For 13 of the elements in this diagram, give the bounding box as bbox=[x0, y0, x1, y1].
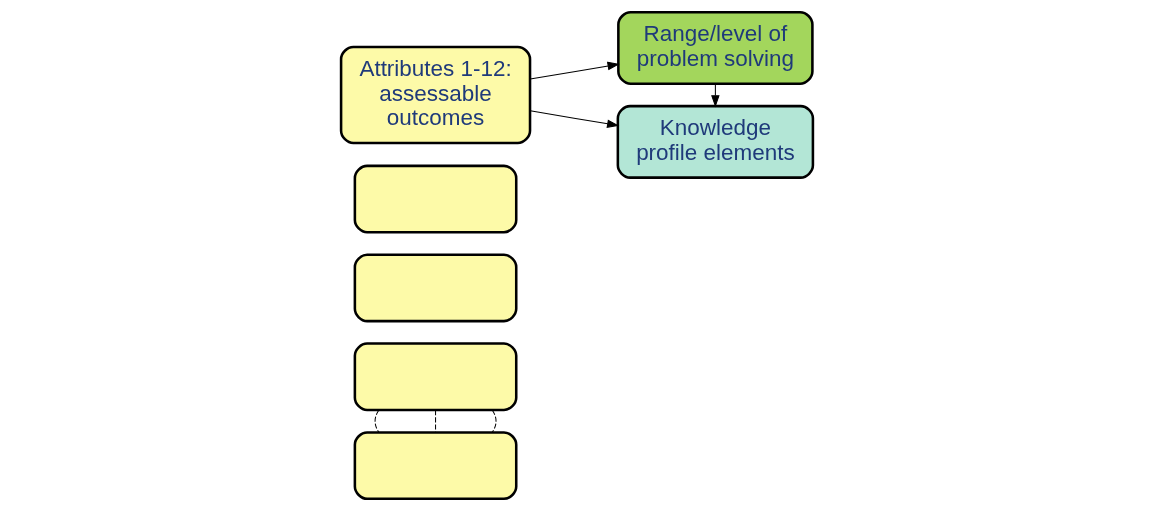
arrow bbox=[710, 83, 720, 108]
node-box: Knowledge profile elements bbox=[616, 104, 814, 179]
node-box: Attributes 1-12: assessable outcomes bbox=[339, 45, 531, 145]
connector bbox=[434, 409, 436, 433]
arrow bbox=[529, 110, 619, 128]
node-box bbox=[353, 431, 517, 501]
connector bbox=[374, 409, 379, 433]
node-box: Range/level of problem solving bbox=[616, 10, 814, 85]
node-box bbox=[353, 342, 517, 412]
arrow bbox=[529, 61, 620, 80]
node-box bbox=[353, 164, 517, 234]
connector bbox=[491, 409, 497, 433]
node-box bbox=[353, 253, 517, 323]
